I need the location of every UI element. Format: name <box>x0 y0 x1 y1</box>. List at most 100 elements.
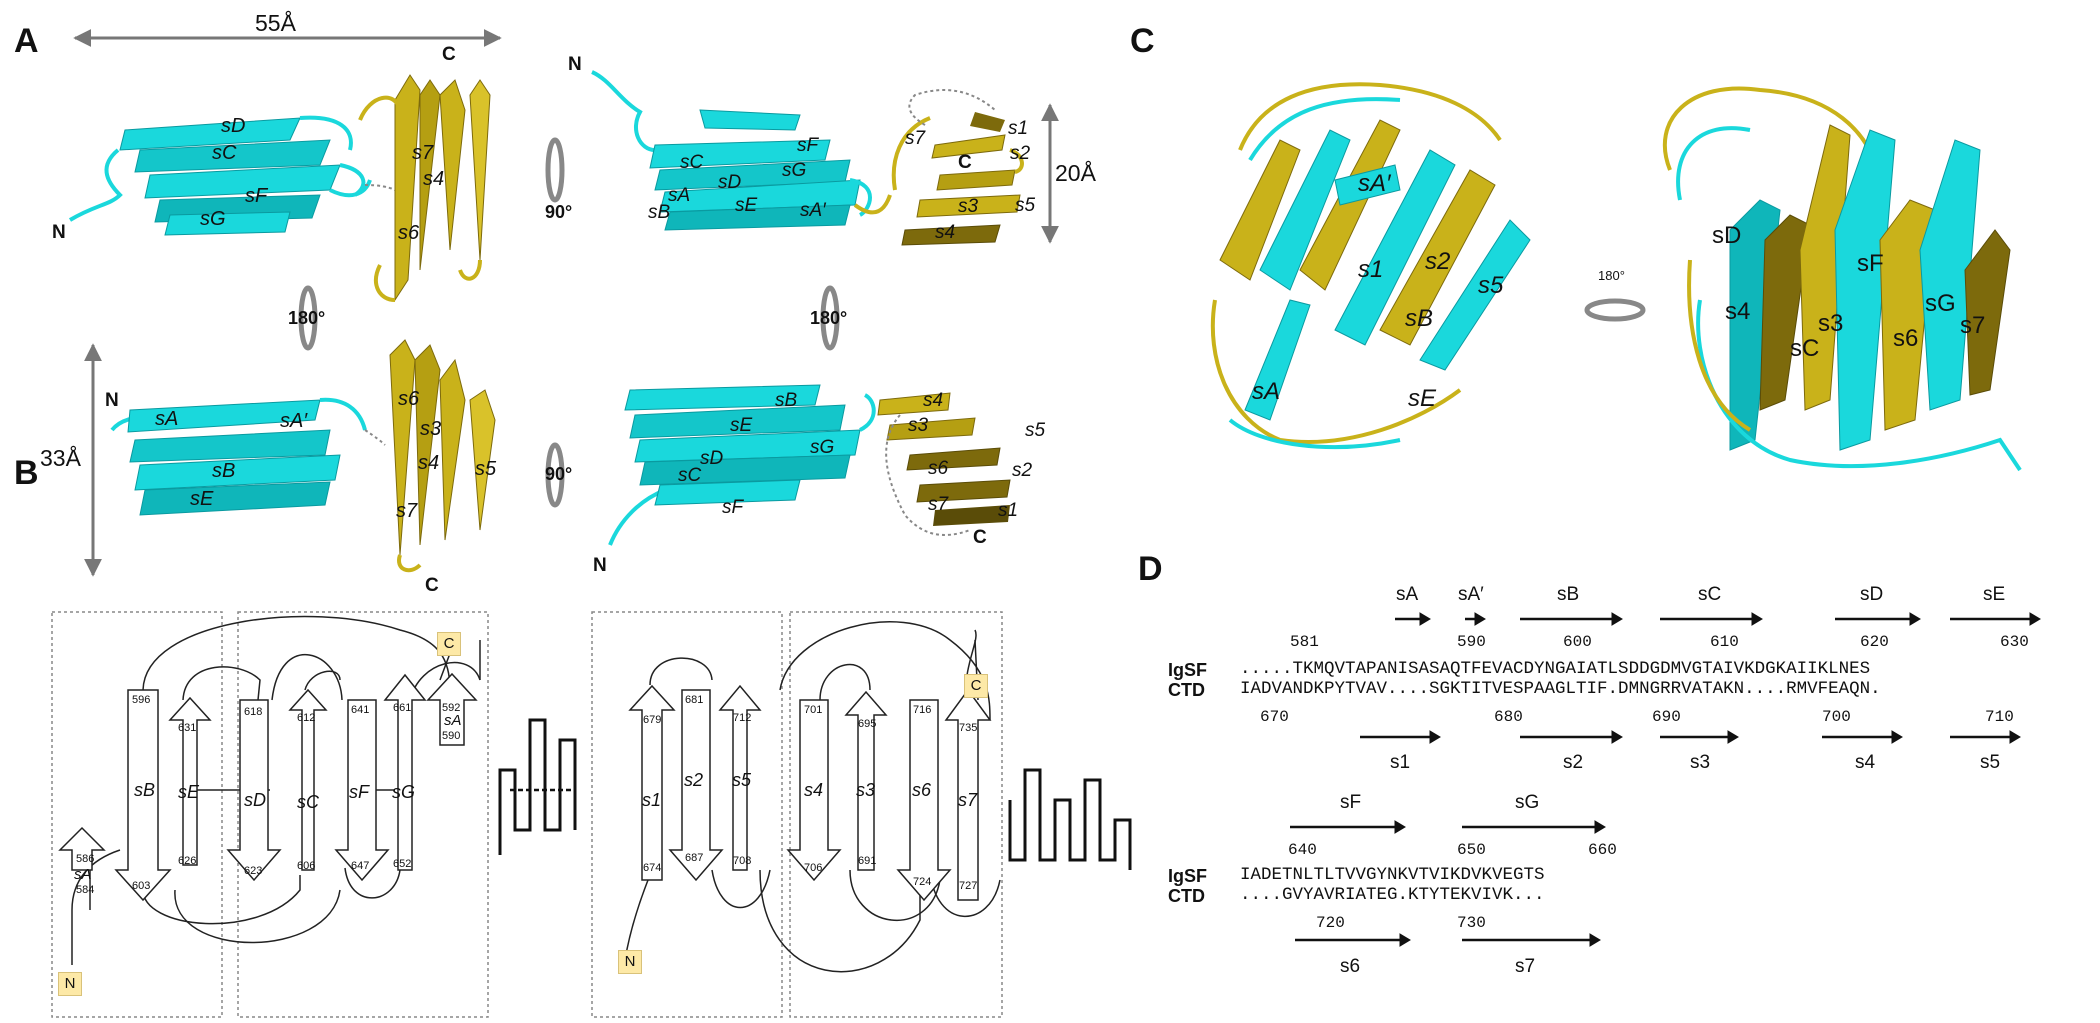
topology-schematic-right <box>1008 768 1132 870</box>
strand-label: sD <box>221 115 246 137</box>
residue-number: 690 <box>1652 708 1681 726</box>
strand-label: sD <box>244 790 266 810</box>
residue-number: 603 <box>132 880 151 892</box>
terminus-n-label: N <box>52 222 66 243</box>
terminus-c-label: C <box>442 44 456 65</box>
molecule-bottom-left <box>110 339 496 573</box>
strand-label: s6 <box>912 780 932 800</box>
structure-overlay-right <box>1663 86 2022 472</box>
residue-number: 710 <box>1985 708 2014 726</box>
rotation-icon-180-c <box>1584 298 1646 322</box>
rotation-label-180: 180° <box>1598 268 1625 283</box>
panel-d-ss-arrows <box>1290 612 2041 947</box>
residue-number: 650 <box>1457 841 1486 859</box>
strand-label: sC <box>680 152 704 173</box>
residue-number: 596 <box>132 694 151 706</box>
residue-number: 592 <box>442 702 461 714</box>
strand-label: s4 <box>935 222 956 243</box>
structure-overlay-left <box>1210 82 1531 449</box>
rotation-label-90: 90° <box>545 464 573 484</box>
sequence-name: CTD <box>1168 886 1205 906</box>
sequence-igsf: IADETNLTLTVVGYNKVTVIKDVKVEGTS <box>1240 865 1545 885</box>
ss-label-bottom: s3 <box>1690 752 1711 773</box>
strand-label: s4 <box>1725 298 1751 325</box>
topology-schematic-left <box>498 718 577 855</box>
residue-number: 712 <box>733 712 752 724</box>
strand-label: s2 <box>1425 248 1451 275</box>
strand-label: sD <box>700 448 724 469</box>
strand-label: sA <box>444 712 462 729</box>
residue-number: 640 <box>1288 841 1317 859</box>
strand-label: s5 <box>1478 272 1504 299</box>
strand-label: sG <box>1925 290 1956 317</box>
strand-label: s5 <box>1025 420 1046 441</box>
dimension-label-33: 33Å <box>40 445 81 471</box>
ss-label-top: sF <box>1340 792 1362 813</box>
sequence-name: IgSF <box>1168 866 1207 886</box>
strand-label: s6 <box>928 458 949 479</box>
rotation-icon-180-right <box>820 285 840 351</box>
strand-label: s1 <box>998 500 1019 521</box>
residue-number: 679 <box>643 714 662 726</box>
strand-label: s1 <box>1008 118 1029 139</box>
strand-label: s1 <box>642 790 662 810</box>
ss-label-top: sA′ <box>1458 584 1484 605</box>
strand-label: s3 <box>420 418 442 440</box>
strand-label: sC <box>212 142 237 164</box>
strand-label: sG <box>810 437 835 458</box>
panel-label-c: C <box>1130 22 1155 60</box>
panel-label-d: D <box>1138 550 1163 588</box>
residue-number: 590 <box>1457 633 1486 651</box>
strand-label: s7 <box>1960 312 1986 339</box>
strand-label: sF <box>797 135 819 156</box>
strand-label: s7 <box>928 494 949 515</box>
residue-number: 670 <box>1260 708 1289 726</box>
terminus-n-label: N <box>593 555 607 576</box>
ss-label-top: sB <box>1557 584 1580 605</box>
residue-number: 695 <box>858 718 877 730</box>
strand-label: sC <box>678 465 702 486</box>
strand-label: sD <box>718 172 742 193</box>
strand-label: sE <box>735 195 758 216</box>
strand-label: sA′ <box>1358 170 1391 197</box>
rotation-icon-180-left <box>298 285 318 351</box>
strand-label: sA′ <box>800 200 826 221</box>
panel-c <box>1210 82 2022 472</box>
terminus-c-label: C <box>425 575 439 596</box>
sequence-name: CTD <box>1168 680 1205 700</box>
strand-label: s7 <box>396 500 418 522</box>
strand-label: sG <box>782 160 807 181</box>
strand-label: sF <box>1857 250 1884 277</box>
residue-number: 652 <box>393 858 412 870</box>
terminus-n-box: N <box>618 950 642 974</box>
residue-number: 706 <box>804 862 823 874</box>
strand-label: sB <box>212 460 236 482</box>
ss-label-bottom: s7 <box>1515 956 1536 977</box>
panel-label-a: A <box>14 22 39 60</box>
rotation-label-180: 180° <box>288 308 326 328</box>
strand-label: s5 <box>1015 195 1036 216</box>
ss-label-top: sA <box>1396 584 1419 605</box>
strand-label: s3 <box>958 196 979 217</box>
sequence-ctd: ....GVYAVRIATEG.KTYTEKVIVK... <box>1240 885 1545 905</box>
molecule-top-left <box>68 74 491 302</box>
strand-label: sE <box>178 782 200 802</box>
residue-number: 708 <box>733 855 752 867</box>
terminus-n-label: N <box>105 390 119 411</box>
strand-label: sA <box>74 866 92 883</box>
residue-number: 687 <box>685 852 704 864</box>
ss-label-top: sC <box>1698 584 1722 605</box>
dimension-label-20: 20Å <box>1055 160 1096 186</box>
strand-label: s3 <box>856 780 876 800</box>
strand-label: sF <box>722 497 744 518</box>
strand-label: sF <box>349 782 369 802</box>
strand-label: sB <box>775 390 798 411</box>
ss-label-bottom: s1 <box>1390 752 1411 773</box>
terminus-n-label: N <box>568 54 582 75</box>
strand-label: sD <box>1712 222 1742 249</box>
strand-label: s6 <box>1893 325 1919 352</box>
residue-number: 681 <box>685 694 704 706</box>
residue-number: 618 <box>244 706 263 718</box>
strand-label: s7 <box>412 142 434 164</box>
strand-label: sB <box>648 202 671 223</box>
